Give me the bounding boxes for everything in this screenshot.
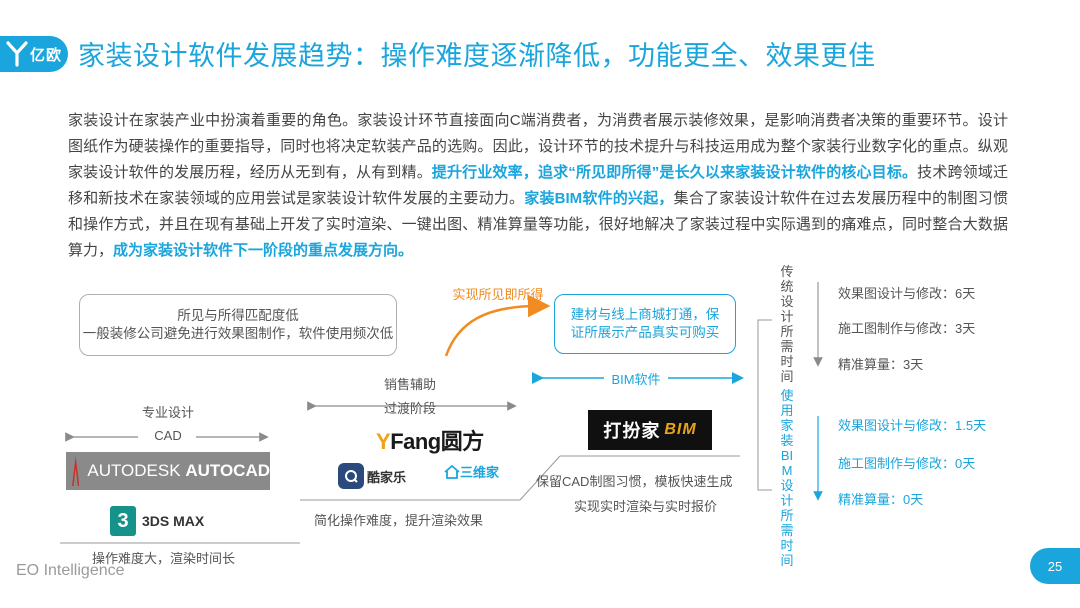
stage3-caption-1: 保留CAD制图习惯，模板快速生成 bbox=[536, 474, 733, 489]
page-number: 25 bbox=[1030, 548, 1080, 584]
bim-item-3: 精准算量：0天 bbox=[838, 492, 924, 507]
stage1-caption: 操作难度大，渲染时间长 bbox=[92, 551, 236, 566]
autocad-logo-bold: AUTOCAD bbox=[185, 461, 270, 480]
bim-item-2: 施工图制作与修改：0天 bbox=[838, 456, 976, 471]
3dsmax-icon: 3 bbox=[110, 506, 136, 536]
intro-highlight-3: 成为家装设计软件下一阶段的重点发展方向。 bbox=[113, 242, 414, 259]
dabanjia-logo-text: 打扮家 bbox=[603, 421, 661, 441]
traditional-time-title: 传统设计所需时间 bbox=[780, 264, 794, 384]
dabanjia-logo-bim: BIM bbox=[664, 421, 697, 438]
stage3-caption-2: 实现实时渲染与实时报价 bbox=[574, 499, 718, 514]
intro-text-3: 集合了家装设计软件在过去发展历程中的制图习惯和操作方式，并且在现有基础上开发了实… bbox=[68, 190, 1008, 259]
traditional-item-3: 精准算量：3天 bbox=[838, 357, 924, 372]
footer-brand: EO Intelligence bbox=[16, 562, 125, 579]
stage1-cad-label: CAD bbox=[154, 428, 182, 443]
stage2-label: 销售辅助 bbox=[383, 377, 437, 392]
sanweijia-logo-text: 三维家 bbox=[460, 465, 500, 480]
blue-box-line2: 证所展示产品真实可购买 bbox=[570, 325, 720, 340]
yfang-logo: YFang圆方 bbox=[376, 424, 484, 456]
yfang-logo-text: Fang圆方 bbox=[390, 429, 484, 454]
autocad-logo-text: AUTODESK bbox=[87, 461, 181, 480]
yfang-logo-y: Y bbox=[376, 429, 391, 454]
time-bracket bbox=[757, 319, 772, 491]
gray-info-box: 所见与所得匹配度低 一般装修公司避免进行效果图制作，软件使用频次低 bbox=[79, 294, 397, 356]
brand-logo: 亿欧 bbox=[0, 36, 68, 72]
intro-paragraph: 家装设计在家装产业中扮演着重要的角色。家装设计环节直接面向C端消费者，为消费者展… bbox=[68, 108, 1008, 264]
intro-text-2: 技术跨领域迁移和新技术在家装领域的应用尝试是家装设计软件发展的主要动力。 bbox=[68, 164, 1008, 207]
autocad-logo: AUTODESK AUTOCAD bbox=[66, 452, 270, 490]
3dsmax-logo: 3 3DS MAX bbox=[110, 502, 212, 540]
bim-software-label: BIM软件 bbox=[611, 372, 661, 387]
3dsmax-logo-text: 3DS MAX bbox=[142, 513, 205, 529]
stage3-diagonal bbox=[519, 455, 561, 501]
kujiale-icon bbox=[338, 463, 364, 489]
stage2-transition-label: 过渡阶段 bbox=[383, 401, 437, 416]
intro-highlight-2: 家装BIM软件的兴起， bbox=[524, 190, 674, 207]
gray-box-line1: 所见与所得匹配度低 bbox=[177, 308, 299, 323]
autodesk-a-icon bbox=[72, 456, 80, 486]
kujiale-logo: 酷家乐 bbox=[338, 460, 422, 492]
intro-highlight-1: 提升行业效率，追求“所见即所得”是长久以来家装设计软件的核心目标。 bbox=[431, 164, 918, 181]
sanweijia-house-icon bbox=[444, 464, 460, 479]
intro-text-1: 家装设计在家装产业中扮演着重要的角色。家装设计环节直接面向C端消费者，为消费者展… bbox=[68, 112, 1008, 181]
yiou-logo-icon bbox=[6, 41, 28, 67]
logo-text: 亿欧 bbox=[30, 46, 63, 64]
stage2-caption: 简化操作难度，提升渲染效果 bbox=[314, 513, 484, 528]
traditional-item-1: 效果图设计与修改：6天 bbox=[838, 286, 976, 301]
traditional-item-2: 施工图制作与修改：3天 bbox=[838, 321, 976, 336]
sanweijia-logo: 三维家 bbox=[444, 462, 499, 481]
bim-item-1: 效果图设计与修改：1.5天 bbox=[838, 418, 987, 433]
kujiale-logo-text: 酷家乐 bbox=[367, 469, 407, 485]
page-title: 家装设计软件发展趋势：操作难度逐渐降低，功能更全、效果更佳 bbox=[78, 41, 876, 71]
bim-time-title: 使用家装BIM设计所需时间 bbox=[780, 388, 794, 568]
blue-info-box: 建材与线上商城打通，保 证所展示产品真实可购买 bbox=[554, 294, 736, 354]
orange-arrow-label: 实现所见即所得 bbox=[452, 287, 544, 302]
stage1-label: 专业设计 bbox=[141, 405, 195, 420]
blue-box-line1: 建材与线上商城打通，保 bbox=[570, 307, 720, 322]
orange-curve-arrow bbox=[444, 294, 551, 357]
gray-box-line2: 一般装修公司避免进行效果图制作，软件使用频次低 bbox=[82, 326, 394, 341]
